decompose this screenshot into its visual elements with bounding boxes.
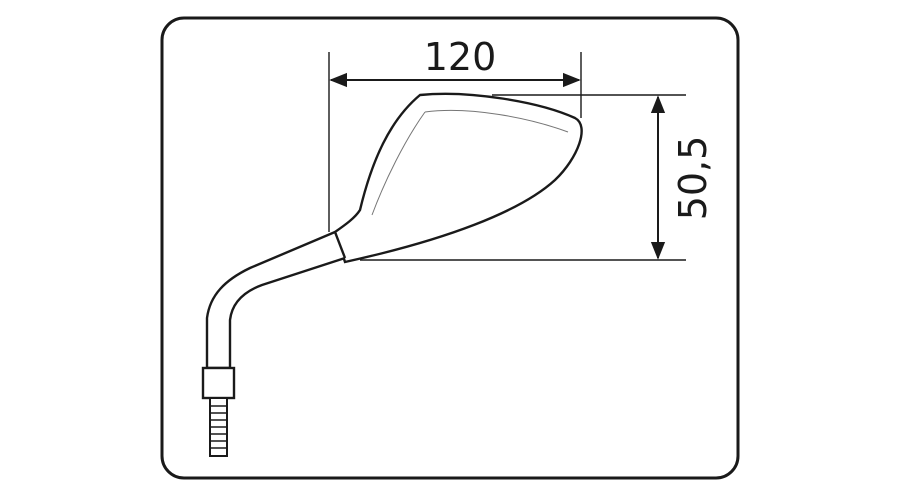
mirror-head <box>333 92 583 264</box>
mount-nut <box>201 366 236 400</box>
mirror-stem <box>205 230 347 370</box>
diagram-frame <box>160 16 740 480</box>
threaded-bolt <box>209 397 228 457</box>
height-dimension-label: 50,5 <box>671 136 715 221</box>
width-dimension-label: 120 <box>424 35 497 79</box>
